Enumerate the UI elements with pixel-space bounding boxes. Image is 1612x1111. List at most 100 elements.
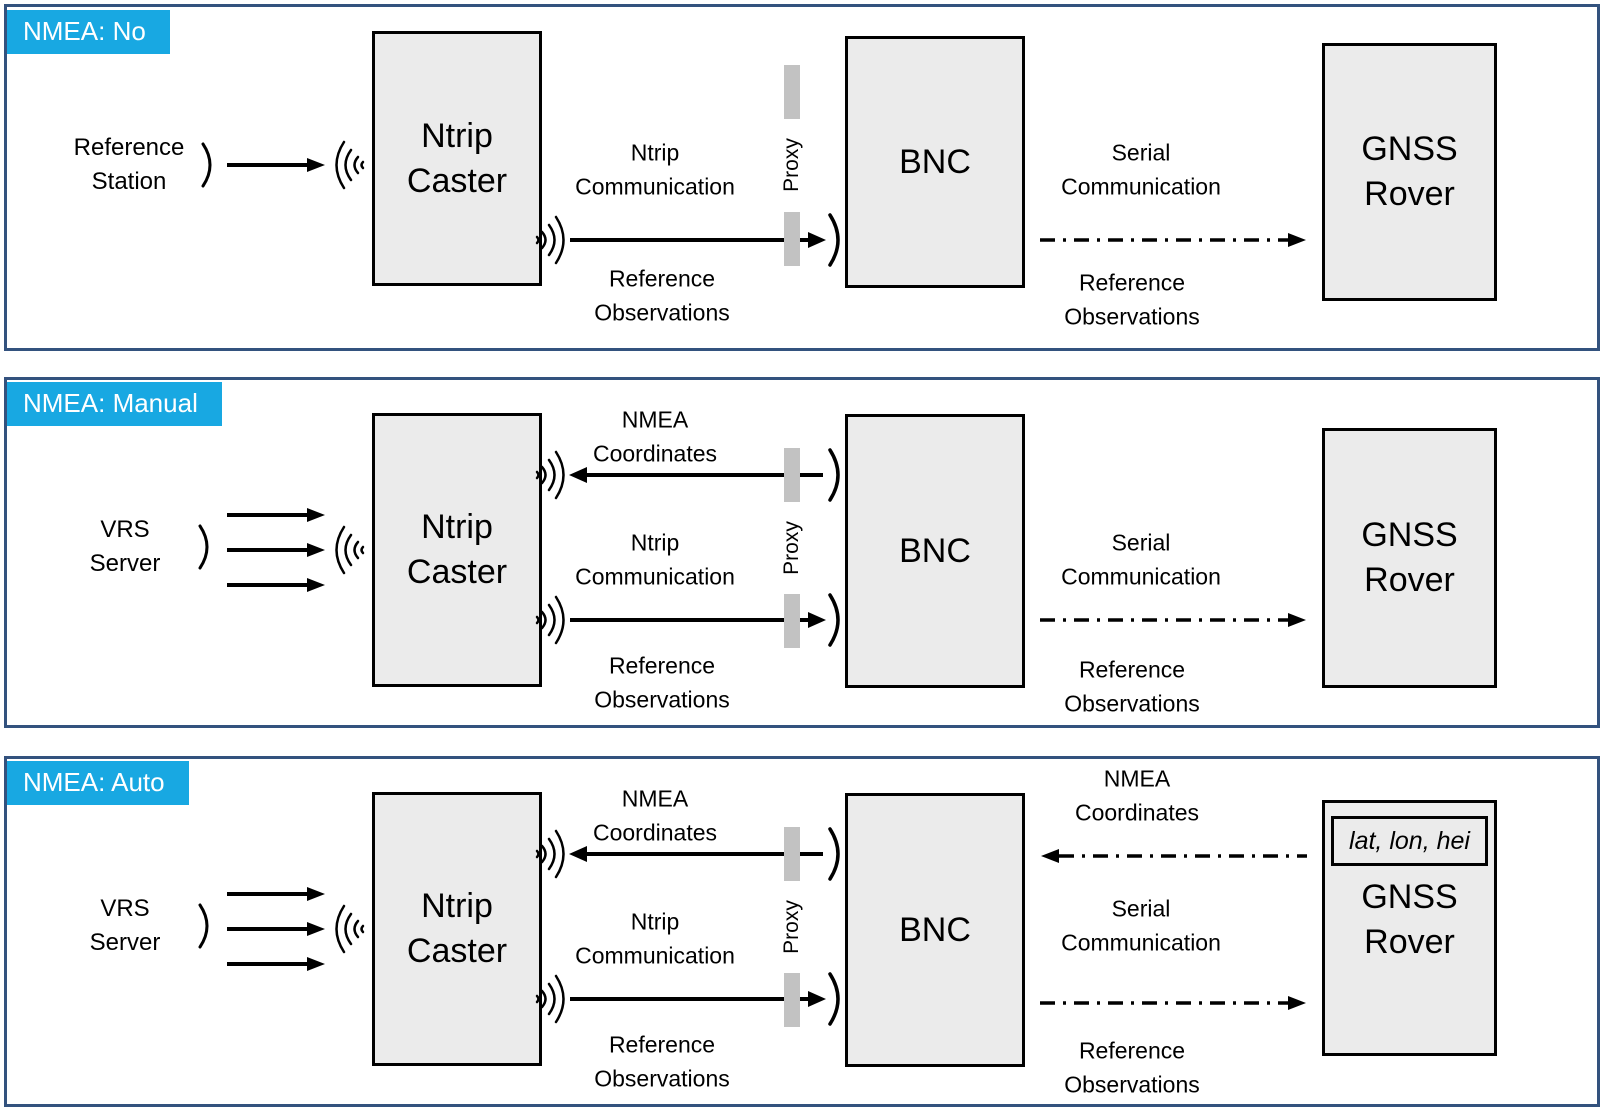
ntrip-caster-label-line2: Caster — [406, 932, 508, 970]
proxy-label: Proxy — [780, 138, 803, 192]
nmea-coordinates-label-line2: Coordinates — [592, 819, 718, 846]
gnss-rover-label-line1: GNSS — [1361, 878, 1458, 916]
source-label-line2: Server — [89, 929, 161, 956]
source-label-line1: VRS — [100, 895, 150, 922]
wifi-waves-emit-icon — [535, 450, 565, 500]
ntrip-caster-label-line1: Ntrip — [421, 508, 493, 546]
serial-communication-label-line1: Serial — [1111, 139, 1171, 166]
wifi-waves-emit-icon — [535, 829, 565, 879]
ntrip-communication-label-line1: Ntrip — [630, 908, 680, 935]
panel-tag: NMEA: Manual — [7, 382, 222, 426]
sound-arc-icon — [828, 213, 840, 267]
ntrip-caster-label-line1: Ntrip — [421, 887, 493, 925]
serial-communication-label-line2: Communication — [1061, 173, 1221, 200]
bnc-label: BNC — [899, 910, 971, 949]
wifi-waves-receive-icon — [335, 140, 365, 190]
rover-coordinates-box: lat, lon, hei — [1331, 816, 1488, 866]
reference-observations-label-line1: Reference — [608, 652, 716, 679]
sound-arc-icon — [198, 524, 209, 570]
source-label-line2: Station — [91, 168, 167, 195]
nmea-coordinates-label-line1: NMEA — [621, 785, 689, 812]
serial-communication-label-line1: Serial — [1111, 895, 1171, 922]
reference-observations-label-line2: Observations — [1064, 1071, 1200, 1098]
proxy-label: Proxy — [780, 521, 803, 575]
source-label-line1: Reference — [73, 134, 185, 161]
solid-arrow — [570, 612, 826, 628]
gnss-rover-label-line2: Rover — [1364, 923, 1455, 961]
ntrip-communication-label-line2: Communication — [575, 173, 735, 200]
bnc-box: BNC — [845, 414, 1025, 688]
nmea-coordinates-label-line1: NMEA — [1103, 765, 1171, 792]
panel-nmea-auto: NMEA: Auto VRS Server Ntrip Caster NMEA … — [4, 756, 1600, 1107]
gnss-rover-label-line1: GNSS — [1361, 130, 1458, 168]
wifi-waves-emit-icon — [535, 974, 565, 1024]
gnss-rover-label-line1: GNSS — [1361, 516, 1458, 554]
bnc-label: BNC — [899, 531, 971, 570]
reference-observations-label-line1: Reference — [1078, 1037, 1186, 1064]
serial-communication-label-line2: Communication — [1061, 563, 1221, 590]
solid-arrow — [227, 508, 325, 522]
dashdot-arrow-left — [1041, 849, 1307, 863]
serial-communication-label-line2: Communication — [1061, 929, 1221, 956]
nmea-coordinates-label-line2: Coordinates — [1074, 799, 1200, 826]
reference-observations-label-line1: Reference — [1078, 656, 1186, 683]
proxy-bar-top — [784, 448, 800, 502]
gnss-rover-box: lat, lon, hei GNSS Rover — [1322, 800, 1497, 1056]
proxy-label: Proxy — [780, 900, 803, 954]
gnss-rover-box: GNSS Rover — [1322, 428, 1497, 688]
bnc-box: BNC — [845, 36, 1025, 288]
gnss-rover-label-line2: Rover — [1364, 561, 1455, 599]
panel-nmea-manual: NMEA: Manual VRS Server Ntrip Caster NME… — [4, 377, 1600, 728]
proxy-bar-bottom — [784, 973, 800, 1027]
panel-tag: NMEA: Auto — [7, 761, 189, 805]
gnss-rover-box: GNSS Rover — [1322, 43, 1497, 301]
solid-arrow-left — [569, 846, 823, 862]
solid-arrow — [570, 232, 826, 248]
sound-arc-icon — [828, 972, 840, 1026]
proxy-bar-top — [784, 65, 800, 119]
wifi-waves-emit-icon — [535, 595, 565, 645]
sound-arc-icon — [828, 827, 840, 881]
ntrip-caster-label-line2: Caster — [406, 161, 508, 200]
serial-communication-label-line1: Serial — [1111, 529, 1171, 556]
sound-arc-icon — [201, 142, 212, 188]
ntrip-caster-box: Ntrip Caster — [372, 413, 542, 687]
source-label-line2: Server — [89, 550, 161, 577]
solid-arrow — [227, 957, 325, 971]
ntrip-caster-box: Ntrip Caster — [372, 792, 542, 1066]
proxy-bar-bottom — [784, 212, 800, 266]
ntrip-communication-label-line1: Ntrip — [630, 139, 680, 166]
reference-observations-label-line2: Observations — [1064, 690, 1200, 717]
sound-arc-icon — [828, 448, 840, 502]
reference-observations-label-line2: Observations — [594, 1065, 730, 1092]
bnc-box: BNC — [845, 793, 1025, 1067]
solid-arrow — [227, 543, 325, 557]
ntrip-communication-label-line2: Communication — [575, 563, 735, 590]
source-label-line1: VRS — [100, 516, 150, 543]
nmea-coordinates-label-line1: NMEA — [621, 406, 689, 433]
solid-arrow — [227, 578, 325, 592]
solid-arrow — [227, 887, 325, 901]
dashdot-arrow — [1040, 233, 1306, 247]
solid-arrow — [570, 991, 826, 1007]
reference-observations-label-line1: Reference — [608, 265, 716, 292]
proxy-bar-top — [784, 827, 800, 881]
panel-tag: NMEA: No — [7, 10, 170, 54]
solid-arrow-left — [569, 467, 823, 483]
wifi-waves-emit-icon — [535, 215, 565, 265]
sound-arc-icon — [198, 903, 209, 949]
ntrip-communication-label-line1: Ntrip — [630, 529, 680, 556]
ntrip-communication-label-line2: Communication — [575, 942, 735, 969]
reference-observations-label-line1: Reference — [608, 1031, 716, 1058]
nmea-coordinates-label-line2: Coordinates — [592, 440, 718, 467]
ntrip-caster-label-line1: Ntrip — [421, 116, 493, 155]
wifi-waves-receive-icon — [335, 904, 365, 954]
reference-observations-label-line1: Reference — [1078, 269, 1186, 296]
panel-nmea-no: NMEA: No Reference Station Ntrip Caster … — [4, 4, 1600, 351]
wifi-waves-receive-icon — [335, 525, 365, 575]
reference-observations-label-line2: Observations — [1064, 303, 1200, 330]
dashdot-arrow — [1040, 613, 1306, 627]
reference-observations-label-line2: Observations — [594, 686, 730, 713]
gnss-rover-label-line2: Rover — [1364, 175, 1455, 213]
